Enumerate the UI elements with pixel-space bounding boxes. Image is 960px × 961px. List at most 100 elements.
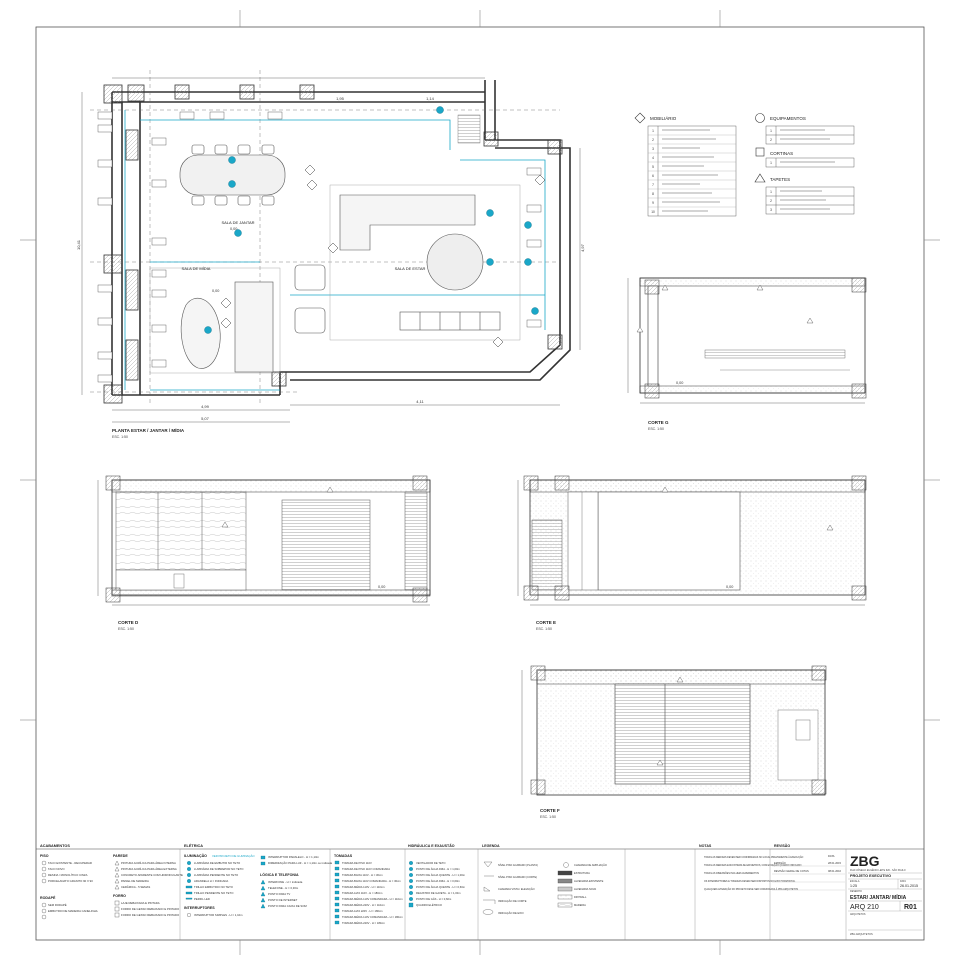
- title-block-footer-line: ZBG ARQUITETOS: [850, 932, 873, 936]
- title-block-rev: R01: [904, 904, 917, 911]
- title-block-drawing: ESTAR/ JANTAR/ MÍDIA: [850, 893, 907, 901]
- tomadas-item-10: TOMADA MÉDIA 110V COMANDADA - H = 180cm: [342, 914, 404, 919]
- iluminacao-note: VER PROJETO DE ILUMINAÇÃO: [212, 853, 255, 858]
- mobiliario-item-2: 2: [652, 138, 654, 142]
- mobiliario-item-4: 4: [652, 156, 654, 160]
- rodape-item-1: SEM RODAPÉ: [48, 902, 67, 907]
- title-block-drawing-label: DESENHO: [850, 890, 862, 893]
- room-label-estar: SALA DE ESTAR: [395, 266, 426, 271]
- iluminacao-item-4: ARANDELA H = INDICADA: [194, 879, 228, 883]
- legenda-b-item-1: CHAMADA DE AMPLIAÇÃO: [574, 862, 607, 867]
- plan-dim-bottom-c: 4,11: [416, 399, 424, 404]
- parede-item-4: PAINEL DE MADEIRA: [121, 879, 149, 883]
- tomadas-item-11: TOMADA MÉDIA 220V - H = 180cm: [342, 920, 386, 925]
- piso-item-4: PORCELANATO GRANITO 90 X 90: [48, 879, 93, 883]
- iluminacao-item-6: TRILHO PENDENTE NO TETO: [194, 891, 234, 895]
- legenda-b-item-4: ALVENARIA NOVA: [574, 887, 596, 891]
- tomadas-item-6: TOMADA ALTA 110V - H = 180cm: [342, 891, 383, 895]
- tomadas-item-2: TOMADA DE PISO 110V COMANDADA: [342, 867, 390, 871]
- tomadas-item-5: TOMADA MÉDIA 110V - H = 110cm: [342, 884, 385, 889]
- corte-d-scale: ESC. 1:50: [118, 627, 134, 631]
- title-block-scale: 1:25: [850, 884, 857, 888]
- revisao-title: REVISÃO: [774, 843, 790, 848]
- piso-item-1: TACO EXISTENTE - RECUPERAR: [48, 861, 92, 865]
- equipamentos-item-2: 2: [770, 138, 772, 142]
- section-corte-d: 0,00 CORTE D ESC. 1:50: [97, 475, 431, 631]
- title-block-date-label: DATA: [900, 880, 906, 883]
- corte-e-level: 0,00: [726, 585, 733, 589]
- mobiliario-item-9: 9: [652, 201, 654, 205]
- mobiliario-legend-title: MOBILIÁRIO: [650, 115, 677, 121]
- mobiliario-item-10: 10: [651, 210, 655, 214]
- room-label-jantar: SALA DE JANTAR: [221, 220, 254, 225]
- tomadas-item-4: TOMADA BAIXA 110V COMANDADA - H = 30cm: [342, 879, 401, 883]
- tapetes-item-1: 1: [770, 190, 772, 194]
- mobiliario-item-5: 5: [652, 165, 654, 169]
- revisao-row-2-label: REVISÃO GERAL DE COTAS: [774, 868, 809, 873]
- title-block-address: RUA CÓNEGO EUGÊNIO LEITE 920 - SÃO PAULO: [850, 869, 906, 872]
- corte-g-scale: ESC. 1:50: [648, 427, 664, 431]
- title-block-scale-label: ESCALA: [850, 880, 860, 883]
- interruptores-title: INTERRUPTORES: [184, 906, 215, 910]
- iluminacao-item-3: LUMINÁRIA PENDENTE NO TETO: [194, 873, 239, 877]
- parede-title: PAREDE: [113, 854, 128, 858]
- tapetes-legend-title: TAPETES: [770, 177, 790, 182]
- corte-d-title: CORTE D: [118, 620, 139, 625]
- parede-item-5: CERÂMICA - 5 SEMAS: [121, 884, 150, 889]
- cortinas-legend-title: CORTINAS: [770, 151, 793, 156]
- legenda-item-4: INDICAÇÃO DE CORTE: [498, 898, 527, 903]
- hidraulica-item-2: PONTO DE ÁGUA FRIA - H = 1,00m: [416, 867, 461, 871]
- plan-level-a: 0,00: [230, 227, 237, 231]
- mobiliario-item-7: 7: [652, 183, 654, 187]
- tapetes-item-3: 3: [770, 208, 772, 212]
- corte-f-scale: ESC. 1:50: [540, 815, 556, 819]
- title-block-code: ARQ 210: [850, 904, 879, 911]
- mobiliario-item-1: 1: [652, 129, 654, 133]
- interruptores-item-1: INTERRUPTOR SIMPLES - H = 1,10m: [194, 913, 243, 917]
- parede-item-3: CONCRETO APARENTE COM HIDROFUGANTE: [121, 873, 183, 877]
- rodape-title: RODAPÉ: [40, 895, 56, 900]
- iluminacao-title: ILUMINAÇÃO: [184, 853, 207, 858]
- corte-g-title: CORTE G: [648, 420, 669, 425]
- zbg-logo: ZBG: [850, 853, 880, 869]
- logica-item-2: TELEFONE - H = 0,30m: [268, 886, 299, 890]
- equipamentos-legend-title: EQUIPAMENTOS: [770, 116, 806, 121]
- section-corte-f: CORTE F ESC. 1:50: [521, 665, 827, 819]
- logica-title: LÓGICA E TELEFONIA: [260, 872, 299, 877]
- hidraulica-item-5: PONTO DE ÁGUA QUENTE - H = 0,60m: [416, 885, 466, 889]
- mobiliario-item-8: 8: [652, 192, 654, 196]
- tomadas-item-8: TOMADA MÉDIA 220V - H = 110cm: [342, 902, 385, 907]
- legenda-b-item-6: MADEIRA: [574, 903, 586, 907]
- notas-item-5: QUALQUER ALTERAÇÃO DO PROJETO DEVE SER C…: [704, 888, 799, 891]
- dimerizacao: DIMERIZAÇÃO PARA LUZ - H = 1,10m ou indi…: [268, 860, 333, 865]
- title-block-phase: PROJETO EXECUTIVO: [850, 874, 891, 878]
- hidraulica-title: HIDRÁULICA E EXAUSTÃO: [408, 843, 455, 848]
- forro-item-1: LAJE REBAIXADA E PINTADA: [121, 901, 160, 905]
- piso-title: PISO: [40, 854, 49, 858]
- hidraulica-item-6: REGISTRO DE GAVETA - H = 1,00m: [416, 891, 461, 895]
- title-block-team: ARQUITETOS: [850, 913, 866, 916]
- piso-item-2: TACO NOVO: [48, 867, 65, 871]
- tomadas-item-1: TOMADA DE PISO 110V: [342, 861, 372, 865]
- legenda-title: LEGENDA: [482, 844, 500, 848]
- notas-item-1: TODAS AS MEDIDAS DEVEM SER CONFIRMADAS N…: [704, 856, 804, 859]
- plan-dim-bottom-a: 4,99: [201, 404, 210, 409]
- hidraulica-item-7: PONTO DE GÁS - H = 0,60m: [416, 897, 452, 901]
- parede-item-2: PINTURA ACRÍLICA PARA ÁREA EXTERNA: [121, 867, 177, 871]
- tapetes-item-2: 2: [770, 199, 772, 203]
- corte-g-level: 0,00: [676, 381, 683, 385]
- notas-item-4: OS INTERRUPTORES E TOMADAS DEVEM SER DIS…: [704, 880, 796, 883]
- notas-item-3: TODAS AS DIMENSÕES INCLUEM ACABAMENTOS: [704, 872, 759, 875]
- revisao-row-2-value: 08.01.2016: [828, 869, 842, 873]
- iluminacao-item-1: LUMINÁRIA DE EMBUTIR NO TETO: [194, 861, 241, 865]
- plan-level-b: 0,00: [212, 289, 219, 293]
- legenda-item-2: NÍVEL PISO ACABADO (CORTE): [498, 875, 537, 879]
- corte-e-title: CORTE E: [536, 620, 556, 625]
- plan-dim-left: 10,41: [76, 239, 81, 250]
- footer-legend: ACABAMENTOS PISO TACO EXISTENTE - RECUPE…: [36, 843, 924, 940]
- acabamentos-title: ACABAMENTOS: [40, 844, 70, 848]
- corte-d-level: 0,00: [378, 585, 385, 589]
- legenda-item-3: CHAMADA VISTA / ELEVAÇÃO: [498, 886, 535, 891]
- floor-plan: 4,99 5,07 4,11 4,97 10,41 1,95 1,14 0,00…: [76, 70, 585, 439]
- revisao-row-1-value: 28.01.2015: [828, 861, 842, 865]
